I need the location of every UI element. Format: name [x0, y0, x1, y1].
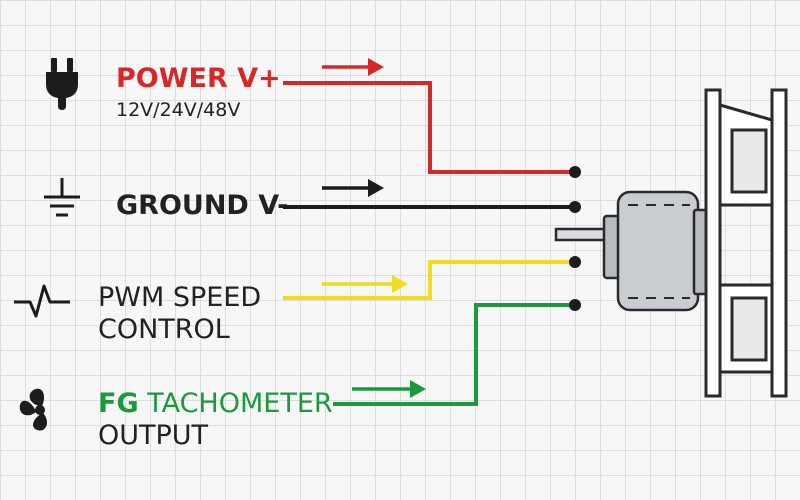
pwm-arrow: [322, 275, 408, 293]
fan-icon: [19, 388, 48, 431]
power-wire: [283, 81, 574, 174]
ground-symbol-icon: [44, 178, 80, 217]
fg-terminal: [569, 299, 581, 311]
fg-wire: [333, 303, 574, 406]
fg-label-prefix: FG: [98, 388, 139, 419]
fg-label-rest: TACHOMETER: [138, 388, 333, 419]
ground-arrow: [322, 179, 384, 197]
fan-assembly: [704, 88, 788, 398]
pwm-wire: [283, 260, 574, 300]
pwm-terminal: [569, 256, 581, 268]
ground-terminal: [569, 201, 581, 213]
power-label: POWER V+: [116, 63, 281, 94]
pwm-label-line1: PWM SPEED: [98, 282, 262, 313]
motor-icon: [554, 190, 712, 312]
power-plug-icon: [46, 58, 78, 110]
power-arrow: [322, 58, 384, 76]
ground-label: GROUND V-: [116, 190, 289, 221]
fg-arrow: [352, 380, 426, 398]
fg-label-line2: OUTPUT: [98, 420, 209, 451]
power-voltage-label: 12V/24V/48V: [116, 99, 241, 121]
pwm-pulse-icon: [14, 284, 70, 318]
pwm-label-line2: CONTROL: [98, 314, 230, 345]
fg-label-line1: FG TACHOMETER: [98, 388, 333, 419]
power-terminal: [569, 166, 581, 178]
